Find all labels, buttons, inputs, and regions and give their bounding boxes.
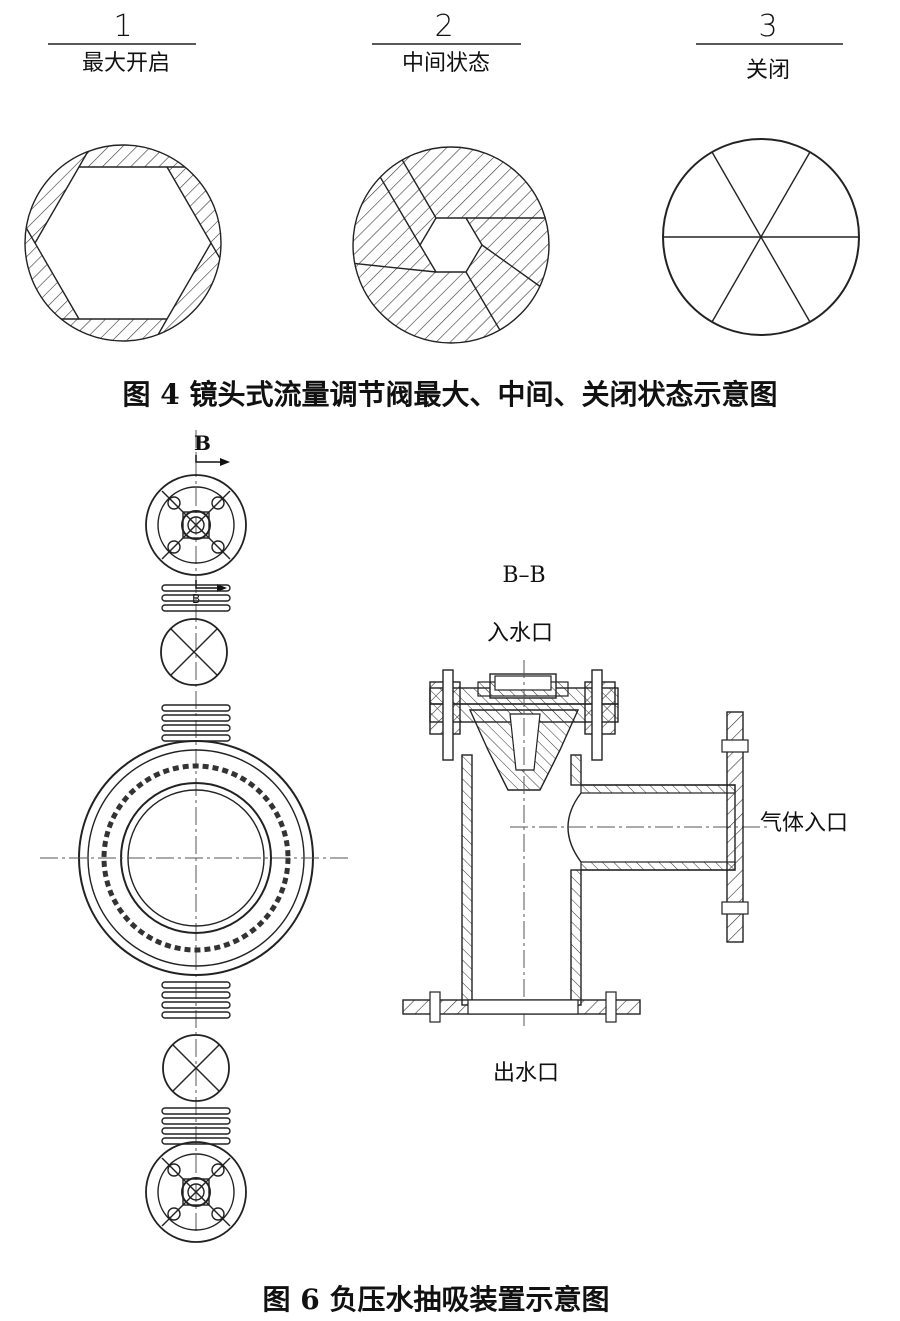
- panel-2-intermediate: 2 中间状态: [352, 9, 550, 344]
- bellows-mid-lower: [161, 981, 231, 1019]
- aperture-closed: [662, 138, 860, 336]
- section-arrow-bottom: [195, 580, 225, 589]
- figure6-caption: 图 6 负压水抽吸装置示意图: [263, 1283, 610, 1316]
- top-flange: [145, 474, 247, 576]
- label-water-outlet: 出水口: [493, 1061, 559, 1086]
- section-marker-bottom: B: [192, 592, 200, 606]
- figure4-caption: 图 4 镜头式流量调节阀最大、中间、关闭状态示意图: [123, 378, 778, 411]
- figure4: 1 最大开启 2 中间状态: [24, 9, 860, 411]
- lower-valve: [162, 1034, 230, 1102]
- bellows-upper: [161, 584, 231, 612]
- label-water-inlet: 入水口: [487, 621, 553, 646]
- aperture-max-open: [24, 144, 222, 342]
- panel-1-max-open: 1 最大开启: [24, 9, 222, 342]
- bottom-flange: [145, 1141, 247, 1243]
- main-ring: [40, 740, 352, 976]
- label-gas-inlet: 气体入口: [760, 811, 848, 836]
- front-view: B B: [40, 430, 352, 1243]
- panel-1-number: 1: [113, 9, 132, 44]
- section-title: B–B: [502, 563, 545, 588]
- panel-1-label: 最大开启: [82, 51, 170, 76]
- section-arrowhead-bottom: [217, 584, 227, 592]
- bellows-lower: [161, 1107, 231, 1145]
- section-arrowhead-top: [220, 458, 230, 466]
- section-view: B–B 入水口 气体入口 出水口: [402, 563, 848, 1086]
- gas-pipe: [510, 711, 770, 943]
- panel-3-closed: 3 关闭: [662, 9, 860, 336]
- vertical-body: [402, 660, 641, 1030]
- section-arrow-top: [195, 455, 228, 463]
- figure6: B B: [40, 430, 848, 1316]
- aperture-intermediate: [352, 146, 550, 344]
- panel-2-number: 2: [434, 9, 453, 44]
- panel-3-label: 关闭: [746, 58, 790, 83]
- section-marker-top: B: [194, 431, 211, 455]
- panel-2-label: 中间状态: [402, 51, 490, 76]
- upper-valve: [160, 618, 228, 686]
- panel-3-number: 3: [758, 9, 777, 44]
